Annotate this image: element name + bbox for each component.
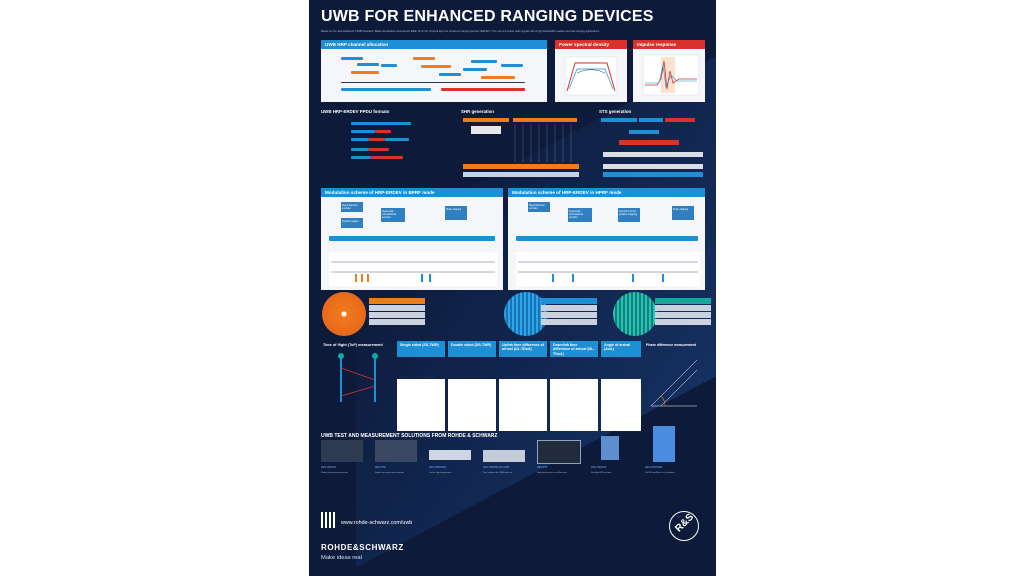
channel-allocation-header: UWB HRP channel allocation <box>321 40 547 49</box>
bprf-block: Pulse shaping <box>445 206 467 220</box>
poster: UWB FOR ENHANCED RANGING DEVICES Based o… <box>309 0 716 576</box>
ppdu-row <box>371 156 403 159</box>
shr-title: SHR generation <box>461 109 494 114</box>
psd-header: Power spectral density <box>555 40 627 49</box>
channel-bar <box>341 82 525 83</box>
impulse-plot <box>642 54 700 96</box>
psd-panel: Power spectral density <box>555 40 627 102</box>
orange-measurement-table <box>369 298 425 330</box>
intro-text: Based on the ultra-wideband (UWB) standa… <box>321 30 600 33</box>
product-image <box>537 440 581 464</box>
ppdu-diagram <box>321 118 451 178</box>
channel-bar <box>439 73 461 76</box>
channel-bar <box>463 68 487 71</box>
hprf-header: Modulation scheme of HRP-ERDEV in HPRF m… <box>508 188 705 197</box>
ppdu-row <box>351 130 375 133</box>
channel-bar <box>481 76 515 79</box>
qr-code <box>321 512 337 528</box>
responder-label: Responder <box>423 376 435 379</box>
ppdu-title: UWB HRP-ERDEV PPDU formats <box>321 109 390 114</box>
channel-bar <box>421 65 451 68</box>
bprf-panel: Modulation scheme of HRP-ERDEV in BPRF m… <box>321 188 503 290</box>
ppdu-row <box>351 156 371 159</box>
slogan: Make ideas real <box>321 555 362 561</box>
hprf-panel: Modulation scheme of HRP-ERDEV in HPRF m… <box>508 188 705 290</box>
phase-diagram <box>650 359 698 407</box>
website-link[interactable]: www.rohde-schwarz.com/uwb <box>341 520 413 526</box>
product-image <box>601 436 619 460</box>
impulse-panel: Impulse response <box>633 40 705 102</box>
solutions-title: UWB TEST AND MEASUREMENT SOLUTIONS FROM … <box>321 433 498 439</box>
channel-allocation-panel: UWB HRP channel allocation <box>321 40 547 102</box>
blue-constellation <box>504 292 548 336</box>
blue-measurement-table <box>541 298 597 330</box>
aoa-card: Angle of arrival (AoA) <box>601 341 641 431</box>
phase-title: Phase difference measurement <box>646 343 697 347</box>
hprf-block: Reed-Solomon encoder <box>528 202 550 212</box>
hprf-block: Symbol to burst position mapping <box>618 208 640 222</box>
ppdu-row <box>369 148 389 151</box>
ppdu-row <box>369 138 385 141</box>
product-image <box>321 440 363 462</box>
ppdu-row <box>351 122 411 125</box>
ul-tdoa-card: Uplink time difference of arrival (UL-TD… <box>499 341 547 431</box>
channel-bar <box>357 63 379 66</box>
channel-bar <box>471 60 497 63</box>
channel-bar <box>413 57 435 60</box>
channel-bar <box>501 64 523 67</box>
bprf-block: Symbol mapper <box>341 218 363 228</box>
bprf-legend <box>329 236 495 241</box>
teal-constellation <box>613 292 657 336</box>
channel-bar <box>381 64 397 67</box>
bprf-timing <box>329 252 497 286</box>
shr-diagram <box>463 118 579 177</box>
channel-bar <box>341 88 431 91</box>
poster-title: UWB FOR ENHANCED RANGING DEVICES <box>321 8 654 25</box>
hprf-legend <box>516 236 698 241</box>
channel-bar <box>441 88 525 91</box>
sts-title: STS generation <box>599 109 632 114</box>
dl-tdoa-card: Downlink time difference of arrival (DL-… <box>550 341 598 431</box>
tof-diagram <box>338 353 378 402</box>
product-image <box>375 440 417 462</box>
product-image <box>483 450 525 462</box>
orange-constellation <box>322 292 366 336</box>
teal-measurement-table <box>655 298 711 330</box>
channel-bar <box>341 57 363 60</box>
ss-twr-card: Single sided (SS-TWR) <box>397 341 445 431</box>
ppdu-row <box>385 138 409 141</box>
sts-diagram <box>601 118 703 177</box>
ds-twr-card: Double sided (DS-TWR) <box>448 341 496 431</box>
ppdu-row <box>351 148 369 151</box>
tof-title: Time of flight (ToF) measurement <box>323 343 383 347</box>
bprf-header: Modulation scheme of HRP-ERDEV in BPRF m… <box>321 188 503 197</box>
brand-name: ROHDE&SCHWARZ <box>321 543 404 552</box>
hprf-timing <box>516 252 700 286</box>
product-image <box>429 450 471 460</box>
hprf-block: Systematic convolutional encoder <box>568 208 592 222</box>
impulse-header: Impulse response <box>633 40 705 49</box>
psd-plot <box>564 56 618 96</box>
product-image <box>653 426 675 462</box>
ppdu-row <box>351 138 369 141</box>
initiator-label: Initiator <box>399 376 407 379</box>
bprf-block: Reed-Solomon encoder <box>341 202 363 212</box>
bprf-block: Systematic convolutional encoder <box>381 208 405 222</box>
channel-bar <box>351 71 379 74</box>
ppdu-row <box>375 130 391 133</box>
hprf-block: Pulse shaping <box>672 206 694 220</box>
